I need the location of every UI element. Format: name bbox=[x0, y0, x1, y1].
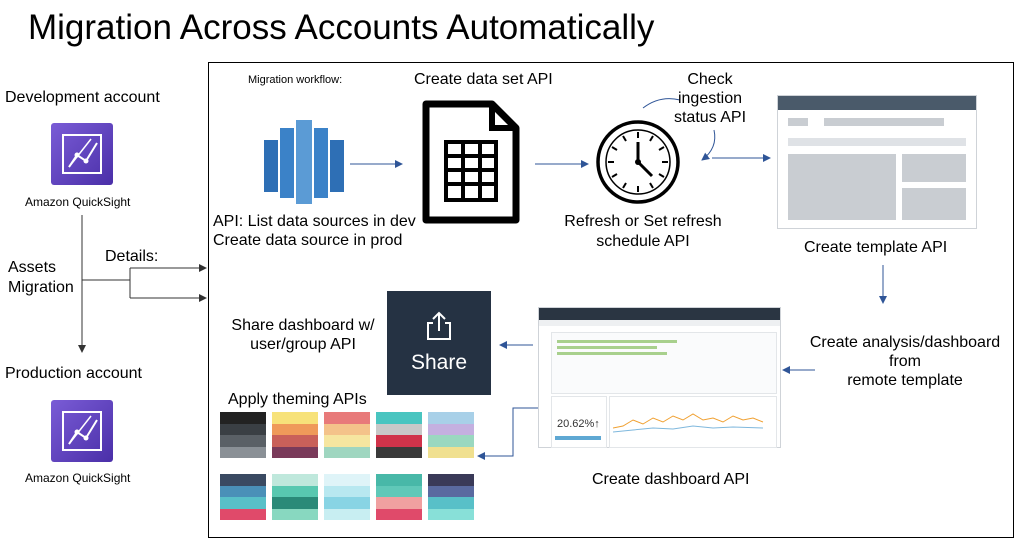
assets-label-1: Assets bbox=[8, 259, 57, 276]
refresh-label-1: Refresh or Set refresh bbox=[564, 213, 722, 230]
theme-tile[interactable] bbox=[272, 412, 318, 458]
database-icon bbox=[264, 120, 344, 204]
kpi-value: 20.62%↑ bbox=[557, 418, 600, 430]
qs-label-prod: Amazon QuickSight bbox=[25, 471, 131, 485]
page-title: Migration Across Accounts Automatically bbox=[28, 8, 655, 47]
analysis-label-2: from bbox=[889, 353, 921, 370]
workflow-frame bbox=[208, 62, 1014, 538]
theming-label: Apply theming APIs bbox=[228, 391, 367, 408]
analysis-label-3: remote template bbox=[847, 372, 963, 389]
share-icon bbox=[427, 311, 451, 340]
template-label: Create template API bbox=[804, 239, 948, 256]
theme-tile[interactable] bbox=[324, 474, 370, 520]
share-button[interactable]: Share bbox=[387, 291, 491, 395]
assets-label-2: Migration bbox=[8, 279, 74, 296]
theme-tile[interactable] bbox=[220, 474, 266, 520]
theme-tile[interactable] bbox=[324, 412, 370, 458]
theme-tile[interactable] bbox=[220, 412, 266, 458]
clock-icon bbox=[596, 120, 680, 204]
quicksight-icon bbox=[51, 123, 113, 185]
share-button-label: Share bbox=[410, 351, 468, 374]
datasource-label-2: Create data source in prod bbox=[213, 232, 403, 249]
theme-tile[interactable] bbox=[272, 474, 318, 520]
prod-account-label: Production account bbox=[5, 365, 142, 382]
dataset-label: Create data set API bbox=[414, 71, 553, 88]
quicksight-icon bbox=[51, 400, 113, 462]
datasource-label-1: API: List data sources in dev bbox=[213, 213, 416, 230]
refresh-label-2: schedule API bbox=[596, 233, 690, 250]
theme-tile[interactable] bbox=[428, 474, 474, 520]
workflow-heading: Migration workflow: bbox=[248, 74, 343, 86]
dashboard-label: Create dashboard API bbox=[592, 471, 750, 488]
theme-tile[interactable] bbox=[376, 412, 422, 458]
analysis-label-1: Create analysis/dashboard bbox=[809, 334, 1001, 351]
check-label-1: Check bbox=[687, 71, 733, 88]
qs-label-dev: Amazon QuickSight bbox=[25, 195, 131, 209]
theme-tile[interactable] bbox=[376, 474, 422, 520]
theme-palette-grid bbox=[220, 412, 475, 522]
share-label-1: Share dashboard w/ bbox=[231, 317, 375, 334]
details-label: Details: bbox=[105, 248, 159, 265]
dev-account-label: Development account bbox=[5, 89, 160, 106]
share-label-2: user/group API bbox=[250, 336, 356, 353]
template-thumbnail bbox=[777, 95, 977, 229]
check-label-2: ingestion bbox=[677, 90, 743, 107]
check-label-3: status API bbox=[673, 109, 747, 126]
dashboard-thumbnail: 20.62%↑ bbox=[538, 307, 781, 448]
spreadsheet-icon bbox=[422, 100, 520, 224]
theme-tile[interactable] bbox=[428, 412, 474, 458]
